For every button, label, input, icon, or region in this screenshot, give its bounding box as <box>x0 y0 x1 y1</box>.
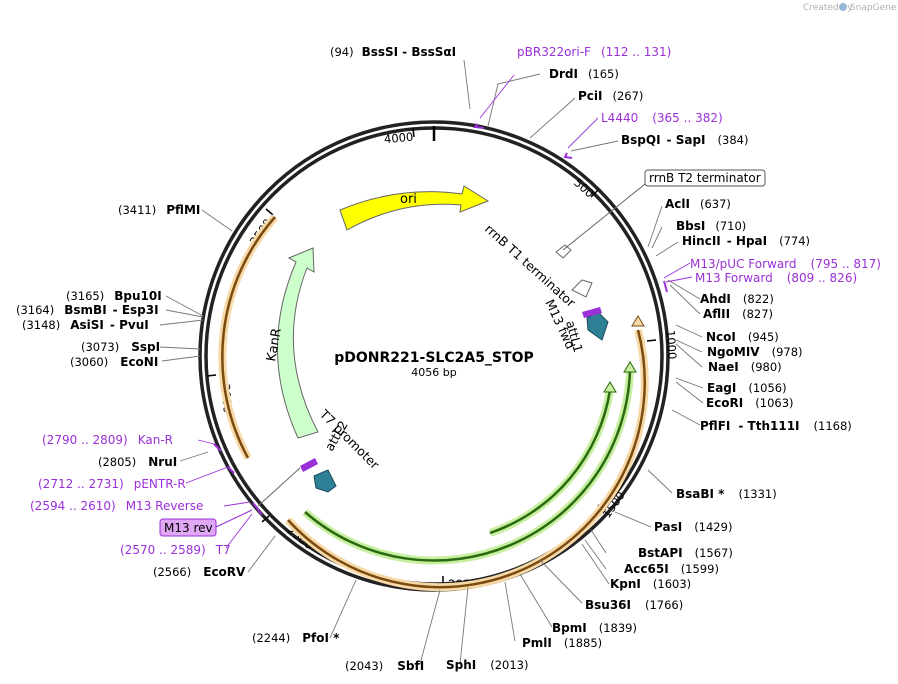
site-labels: (94)BssSI- BssSαI DrdI(165) PciI(267) Bs… <box>16 45 852 673</box>
rrnb-t2-label: rrnB T2 terminator <box>649 171 761 185</box>
tick-label-500: 500 <box>571 175 597 200</box>
site-bsu36i: Bsu36I(1766) <box>585 598 683 612</box>
site-ahdi: AhdI(822) <box>700 292 774 306</box>
site-drdi: DrdI(165) <box>549 67 619 81</box>
site-aflii: AflII(827) <box>703 307 773 321</box>
site-nrui: (2805)NruI <box>98 455 177 469</box>
cds-arc-left <box>218 214 279 460</box>
primer-kan-r: (2790 .. 2809)Kan-R <box>42 433 173 447</box>
m13-rev-box <box>159 518 217 537</box>
primer-marks <box>213 123 668 516</box>
attl1-feature: M13 fwd attL1 <box>542 297 609 354</box>
site-sphi: SphI(2013) <box>446 658 529 672</box>
site-ngomiv: NgoMIV(978) <box>707 345 803 359</box>
site-sbfi: (2043)SbfI <box>345 659 424 673</box>
primer-l4440: L4440(365 .. 382) <box>601 111 723 125</box>
site-eagi: EagI(1056) <box>707 381 787 395</box>
site-bspqi: BspQI- SapI(384) <box>621 133 748 147</box>
rrnb-t2-arrow <box>555 244 572 259</box>
site-pfoi: (2244)PfoI * <box>252 631 340 645</box>
site-bbsi: BbsI(710) <box>676 219 746 233</box>
site-asisi: (3148)AsiSI- PvuI <box>22 318 149 332</box>
credit-created-by: Created by <box>803 3 853 13</box>
site-acc65i: Acc65I(1599) <box>624 562 719 576</box>
primer-labels: pBR322ori-F(112 .. 131) L4440(365 .. 382… <box>30 45 881 557</box>
rrnb-t1-feature: rrnB T1 terminator <box>482 221 593 311</box>
tick-label-1000: 1000 <box>663 330 679 360</box>
m13-rev-label: M13 rev <box>164 521 213 535</box>
cds-arc-inner <box>488 381 617 537</box>
site-kpni: KpnI(1603) <box>610 577 691 591</box>
rrnb-t2-leader <box>562 179 651 251</box>
site-pasi: PasI(1429) <box>654 520 732 534</box>
site-acli: AclI(637) <box>665 197 731 211</box>
site-bstapi: BstAPI(1567) <box>638 546 733 560</box>
plasmid-name: pDONR221-SLC2A5_STOP <box>334 350 533 366</box>
credit-brand: SnapGene <box>850 3 897 13</box>
rrnb-t1-label: rrnB T1 terminator <box>482 221 579 311</box>
tick-marks <box>206 127 657 585</box>
site-hincii: HincII- HpaI(774) <box>682 234 810 248</box>
ori-label: ori <box>400 192 417 207</box>
site-econi: (3060)EcoNI <box>70 355 158 369</box>
kanr-label: KanR <box>264 327 285 363</box>
attl2-feature: T7 promoter attL2 <box>257 406 383 507</box>
site-ncoi: NcoI(945) <box>706 330 779 344</box>
site-bsabi: BsaBI *(1331) <box>676 487 777 501</box>
cds-arc-outer <box>285 315 649 592</box>
site-pmli: PmlI(1885) <box>522 636 602 650</box>
primer-m13-puc-forward: M13/pUC Forward(795 .. 817) <box>690 257 881 271</box>
site-ecori: EcoRI(1063) <box>706 396 794 410</box>
site-ecorv: (2566)EcoRV <box>153 565 246 579</box>
primer-leader-lines <box>185 74 693 549</box>
primer-pbr322ori-f: pBR322ori-F(112 .. 131) <box>517 45 671 59</box>
snapgene-logo-icon <box>839 3 847 11</box>
primer-pentr-r: (2712 .. 2731)pENTR-R <box>38 477 186 491</box>
site-sspi: (3073)SspI <box>81 340 160 354</box>
site-bpu10i: (3165)Bpu10I <box>66 289 162 303</box>
site-pflmi: (3411)PflMI <box>118 203 200 217</box>
plasmid-length: 4056 bp <box>411 366 456 379</box>
site-naei: NaeI(980) <box>708 360 782 374</box>
primer-m13-reverse: (2594 .. 2610)M13 Reverse <box>30 499 203 513</box>
site-leader-lines <box>159 59 704 665</box>
primer-m13-forward: M13 Forward(809 .. 826) <box>695 271 857 285</box>
site-pcii: PciI(267) <box>578 89 643 103</box>
site-bsssi: (94)BssSI- BssSαI <box>330 45 456 59</box>
primer-t7: (2570 .. 2589)T7 <box>120 543 231 557</box>
rrnb-t2-box <box>644 169 766 187</box>
kanr-feature: KanR <box>264 247 319 439</box>
site-bsmbi: (3164)BsmBI- Esp3I <box>16 303 159 317</box>
cds-arc-middle <box>302 361 637 565</box>
site-pflfi: PflFI- Tth111I(1168) <box>700 419 852 433</box>
tick-label-4000: 4000 <box>383 130 413 146</box>
site-bpmi: BpmI(1839) <box>552 621 637 635</box>
ori-feature: ori <box>339 185 490 231</box>
